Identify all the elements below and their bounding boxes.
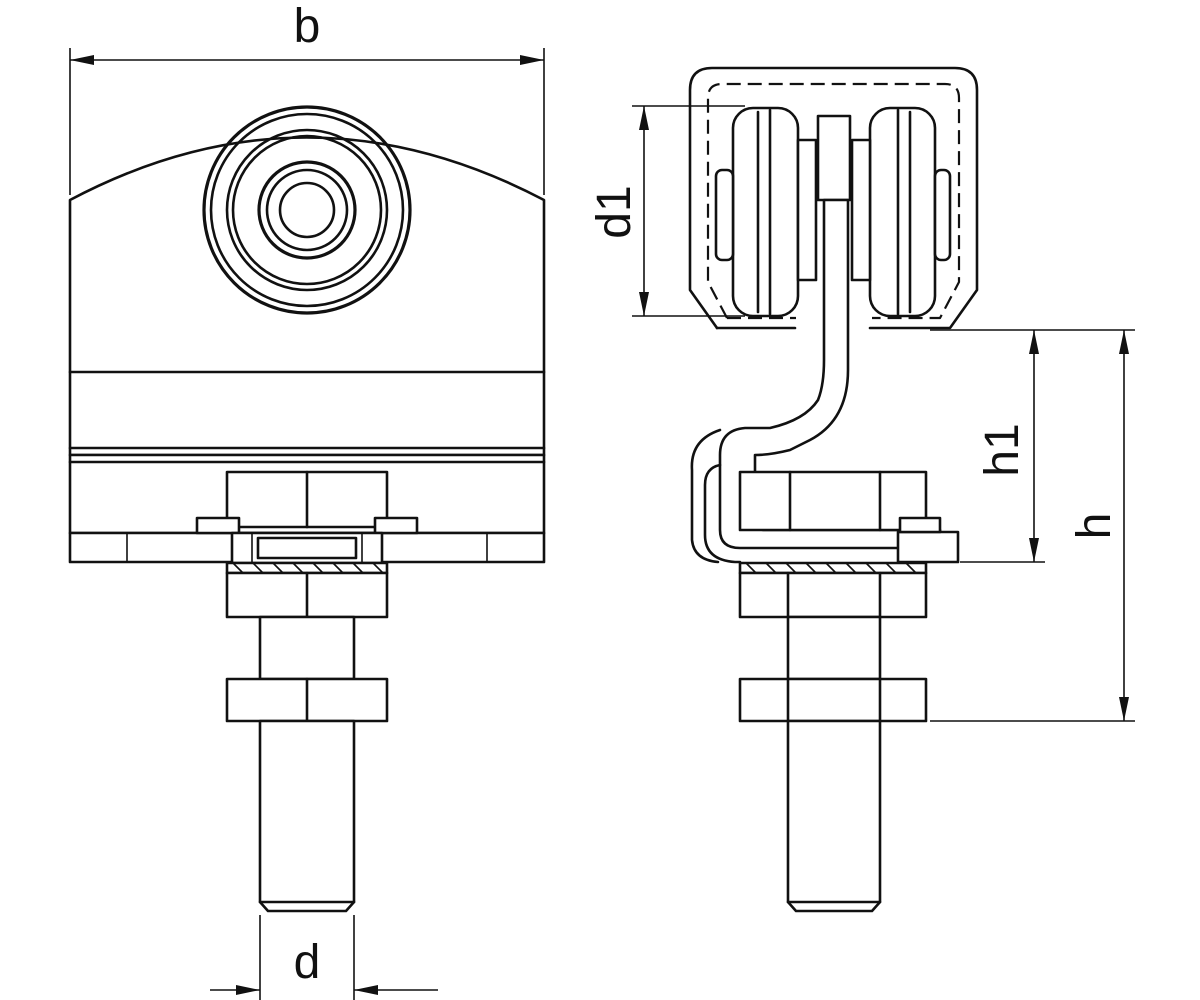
dimension-d1: d1: [588, 105, 745, 317]
front-housing: [68, 136, 546, 457]
side-upper-hex-nut: [738, 470, 928, 532]
dimension-d: d: [210, 915, 438, 1000]
dimension-label-h1: h1: [976, 423, 1029, 476]
dimension-h1: h1: [930, 329, 1135, 563]
dimension-label-d1: d1: [588, 185, 641, 238]
front-roller: [202, 105, 412, 315]
side-lower-hex-nut-2: [738, 677, 928, 723]
front-threaded-stud: [258, 719, 356, 913]
side-left-roller: [714, 106, 818, 318]
side-hanger-bracket: [718, 198, 942, 550]
dimension-h: h: [930, 330, 1135, 722]
side-right-roller: [850, 106, 952, 318]
side-lower-hex-nut-1: [738, 571, 928, 619]
dimension-b: b: [69, 0, 545, 195]
side-threaded-stud: [786, 719, 882, 913]
side-base-plate-end: [896, 530, 960, 564]
dimension-label-h: h: [1068, 513, 1121, 540]
dimension-label-d: d: [294, 936, 321, 989]
side-rail-outline: [688, 66, 979, 330]
dimension-label-b: b: [294, 0, 321, 53]
side-axle-block: [816, 114, 852, 202]
side-view: [688, 66, 979, 913]
front-view: [68, 105, 546, 913]
side-rail-inner-dashed: [706, 82, 961, 320]
